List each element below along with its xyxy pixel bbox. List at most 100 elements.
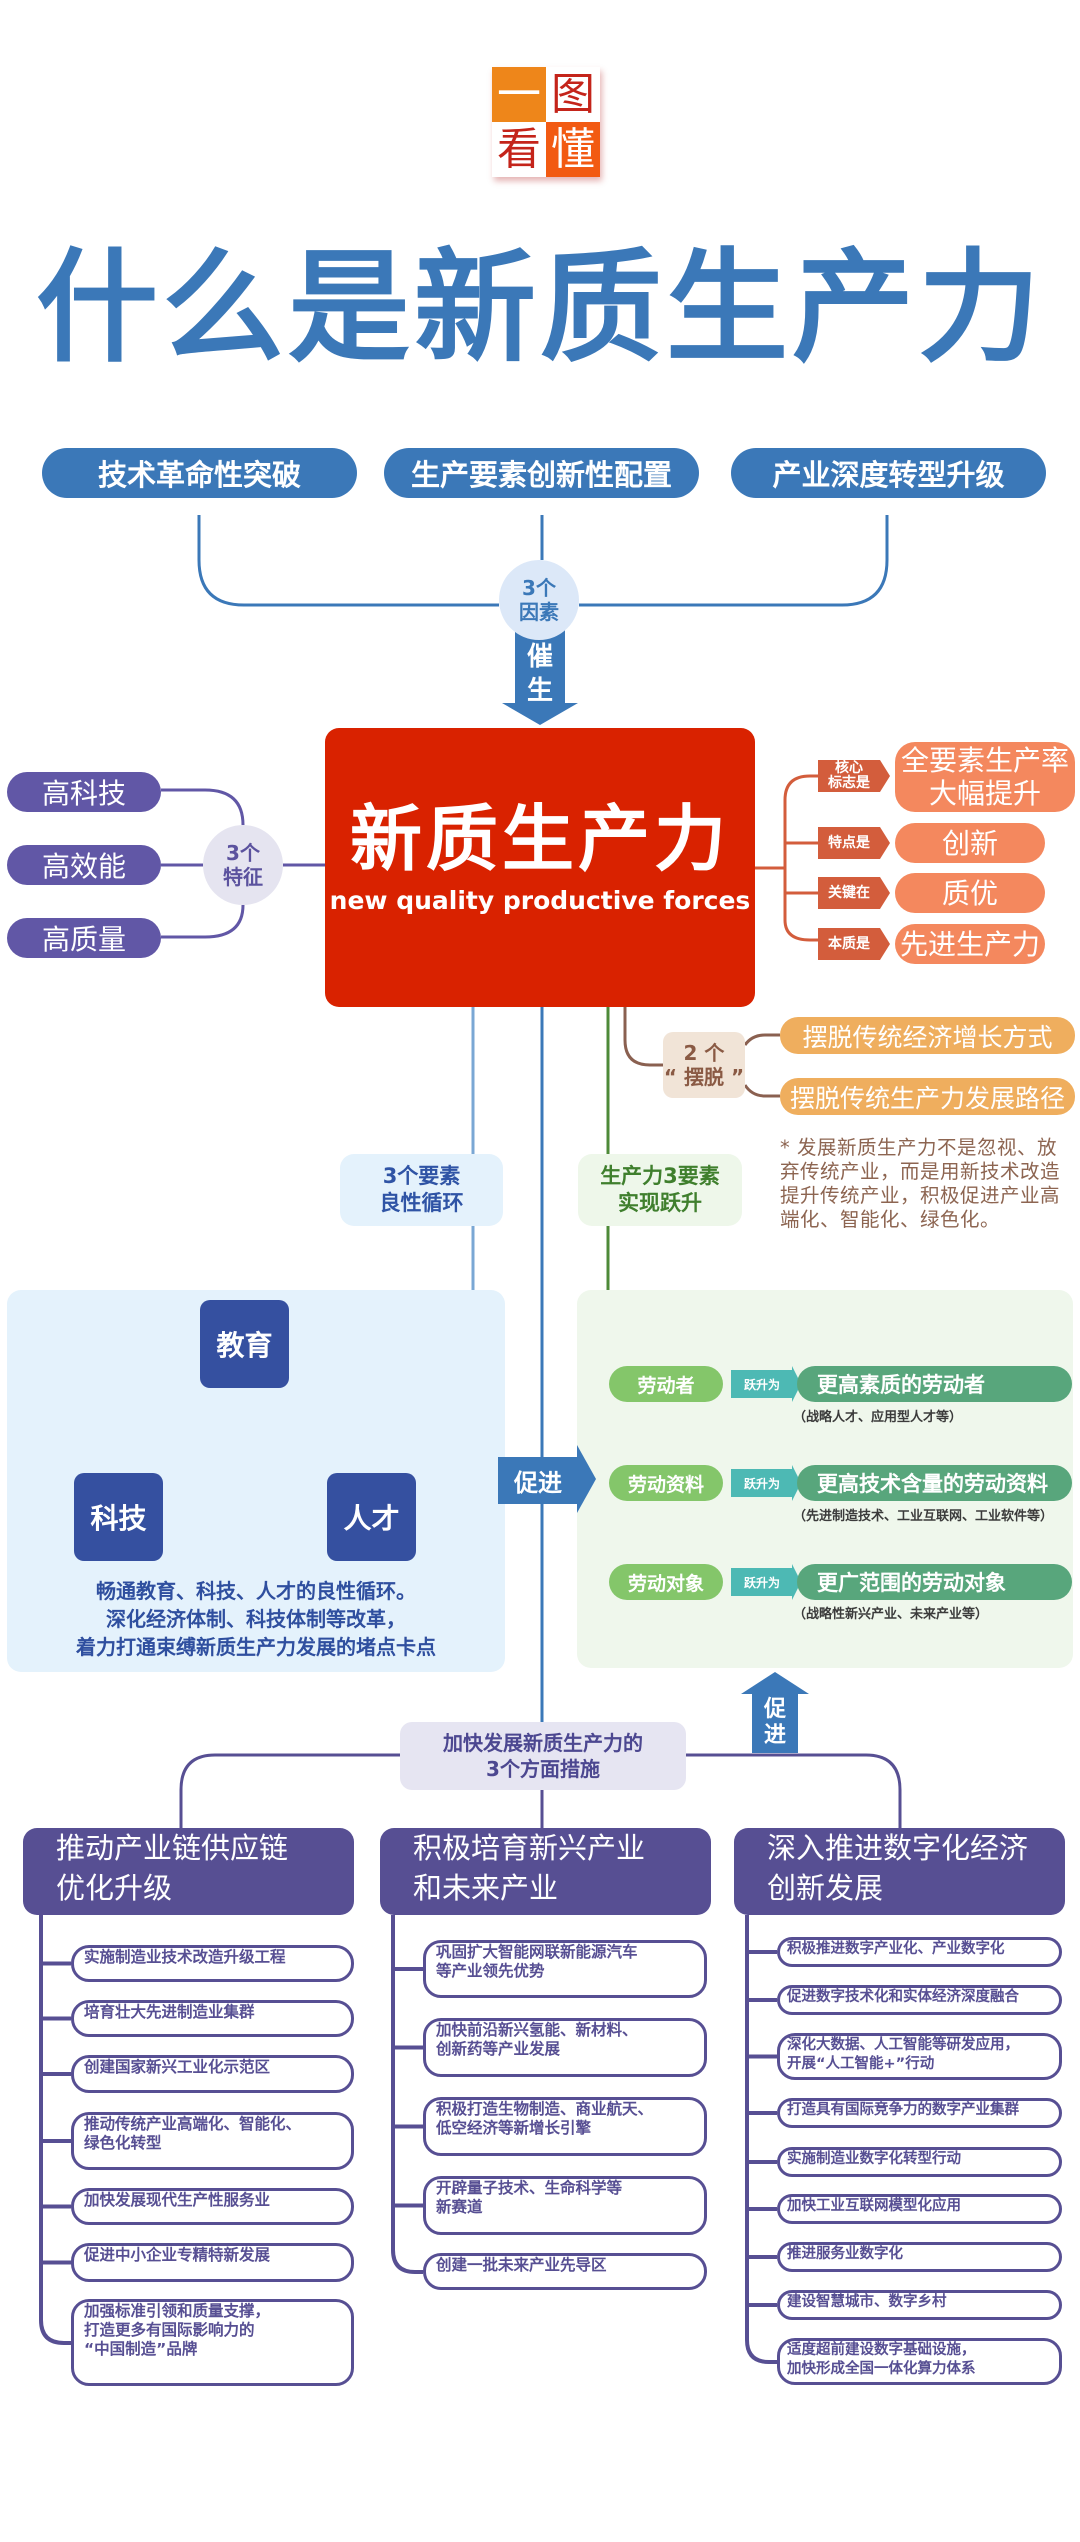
measure-item: 推动传统产业高端化、智能化、绿色化转型 bbox=[71, 2112, 354, 2170]
measure-item: 积极打造生物制造、商业航天、低空经济等新增长引擎 bbox=[423, 2097, 707, 2156]
label-line: 良性循环 bbox=[379, 1191, 464, 1215]
tag-arrow-icon bbox=[880, 877, 890, 909]
feature-pill: 高科技 bbox=[7, 772, 161, 812]
hub-line: 3个 bbox=[226, 841, 260, 865]
item-line: 创建国家新兴工业化示范区 bbox=[84, 2058, 271, 2076]
measure-item: 培育壮大先进制造业集群 bbox=[71, 2000, 354, 2037]
item-line: 适度超前建设数字基础设施， bbox=[787, 2342, 976, 2358]
factors-hub: 3个 因素 bbox=[499, 560, 579, 640]
heading-line: 深入推进数字化经济 bbox=[767, 1831, 1029, 1865]
measure-item: 促进数字技术化和实体经济深度融合 bbox=[777, 1985, 1062, 2015]
attribute-tag: 核心 标志是 bbox=[818, 760, 890, 792]
measure-item: 实施制造业技术改造升级工程 bbox=[71, 1945, 354, 1982]
leap-arrow: 跃升为 bbox=[731, 1465, 801, 1501]
feature-pill: 高质量 bbox=[7, 918, 161, 958]
attribute-value: 创新 bbox=[895, 823, 1045, 863]
labor-to: 更广范围的劳动对象 bbox=[797, 1564, 1072, 1600]
measure-item: 加快前沿新兴氢能、新材料、创新药等产业发展 bbox=[423, 2018, 707, 2077]
item-line: 培育壮大先进制造业集群 bbox=[84, 2003, 255, 2021]
text-line: 着力打通束缚新质生产力发展的堵点卡点 bbox=[76, 1635, 436, 1659]
tag-line: 特点是 bbox=[828, 834, 870, 851]
leap-arrow: 跃升为 bbox=[731, 1564, 801, 1600]
item-line: 等产业领先优势 bbox=[436, 1962, 545, 1980]
heading-line: 创新发展 bbox=[767, 1871, 884, 1905]
promote-up-arrow: 促 进 bbox=[752, 1693, 798, 1753]
item-line: 打造更多有国际影响力的 bbox=[84, 2321, 255, 2339]
promote-char: 促 bbox=[763, 1697, 786, 1722]
note-text: * 发展新质生产力不是忽视、放弃传统产业，而是用新技术改造提升传统产业，积极促进… bbox=[780, 1136, 1061, 1231]
item-line: 打造具有国际竞争力的数字产业集群 bbox=[787, 2102, 1019, 2118]
labor-label: 生产力3要素 实现跃升 bbox=[578, 1154, 742, 1226]
catalyze-arrow-body bbox=[515, 630, 565, 705]
measure-item: 打造具有国际竞争力的数字产业集群 bbox=[777, 2098, 1062, 2128]
catalyze-arrow-head bbox=[502, 703, 578, 725]
measure-heading: 深入推进数字化经济创新发展 bbox=[734, 1828, 1065, 1915]
leap-arrow: 跃升为 bbox=[731, 1366, 801, 1402]
promote-arrow: 促进 bbox=[498, 1457, 578, 1504]
measure-item: 深化大数据、人工智能等研发应用， 开展“人工智能+”行动 bbox=[777, 2033, 1062, 2080]
item-line: 巩固扩大智能网联新能源汽车 bbox=[436, 1943, 638, 1961]
catalyze-label: 催 生 bbox=[515, 640, 565, 708]
measure-item: 创建国家新兴工业化示范区 bbox=[71, 2055, 354, 2093]
item-line: 开展“人工智能+”行动 bbox=[787, 2056, 935, 2072]
baituo-hub: 2 个 “ 摆脱 ” bbox=[663, 1032, 745, 1098]
item-line: 加强标准引领和质量支撑， bbox=[84, 2302, 271, 2320]
item-line: 绿色化转型 bbox=[84, 2134, 162, 2152]
measure-item: 加快发展现代生产性服务业 bbox=[71, 2188, 354, 2225]
hub-line: 3个方面措施 bbox=[486, 1757, 600, 1781]
item-line: 推动传统产业高端化、智能化、 bbox=[84, 2115, 302, 2133]
cycle-label: 3个要素 良性循环 bbox=[340, 1154, 503, 1226]
item-line: 加快前沿新兴氢能、新材料、 bbox=[436, 2021, 638, 2039]
item-line: 积极推进数字产业化、产业数字化 bbox=[787, 1941, 1005, 1957]
attribute-value: 先进生产力 bbox=[895, 924, 1045, 964]
tag-line: 关键在 bbox=[828, 884, 870, 901]
logo: 一 图 看 懂 bbox=[492, 67, 600, 177]
core-subtitle: new quality productive forces bbox=[329, 885, 751, 915]
value-line: 全要素生产率 bbox=[900, 744, 1069, 777]
baituo-item: 摆脱传统生产力发展路径 bbox=[780, 1078, 1075, 1115]
labor-to: 更高技术含量的劳动资料 bbox=[797, 1465, 1072, 1501]
measure-item: 开辟量子技术、生命科学等新赛道 bbox=[423, 2176, 707, 2235]
item-line: 创建一批未来产业先导区 bbox=[436, 2256, 607, 2274]
factor-pill: 生产要素创新性配置 bbox=[384, 448, 699, 498]
item-line: 实施制造业技术改造升级工程 bbox=[84, 1948, 286, 1966]
promote-char: 进 bbox=[763, 1723, 786, 1748]
hub-line: 加快发展新质生产力的 bbox=[443, 1731, 643, 1755]
measure-item: 促进中小企业专精特新发展 bbox=[71, 2243, 354, 2282]
catalyze-char: 催 bbox=[526, 642, 553, 672]
attribute-tag: 本质是 bbox=[818, 928, 890, 960]
item-line: 加快发展现代生产性服务业 bbox=[84, 2191, 271, 2209]
node-talent: 人才 bbox=[327, 1473, 416, 1561]
promote-arrow-head bbox=[577, 1445, 596, 1513]
text-line: 深化经济体制、科技体制等改革， bbox=[106, 1607, 406, 1631]
measure-item: 适度超前建设数字基础设施， 加快形成全国一体化算力体系 bbox=[777, 2338, 1062, 2385]
measure-item: 推进服务业数字化 bbox=[777, 2242, 1062, 2272]
item-line: 积极打造生物制造、商业航天、 bbox=[436, 2100, 654, 2118]
item-line: 加快形成全国一体化算力体系 bbox=[787, 2361, 976, 2377]
hub-line: 3个 bbox=[522, 576, 556, 600]
heading-line: 优化升级 bbox=[56, 1871, 173, 1905]
measure-item: 巩固扩大智能网联新能源汽车等产业领先优势 bbox=[423, 1940, 707, 1998]
item-line: 深化大数据、人工智能等研发应用， bbox=[787, 2037, 1019, 2053]
logo-char: 懂 bbox=[546, 122, 600, 177]
hub-line: 2 个 bbox=[683, 1041, 725, 1065]
item-line: 促进数字技术化和实体经济深度融合 bbox=[787, 1989, 1019, 2005]
labor-from: 劳动对象 bbox=[609, 1564, 723, 1600]
measure-item: 积极推进数字产业化、产业数字化 bbox=[777, 1937, 1062, 1967]
catalyze-char: 生 bbox=[526, 676, 553, 706]
item-line: 促进中小企业专精特新发展 bbox=[84, 2246, 271, 2264]
text-line: 畅通教育、科技、人才的良性循环。 bbox=[96, 1579, 416, 1603]
item-line: 推进服务业数字化 bbox=[787, 2246, 903, 2262]
node-technology: 科技 bbox=[74, 1473, 163, 1561]
logo-char: 图 bbox=[546, 67, 600, 122]
baituo-item: 摆脱传统经济增长方式 bbox=[780, 1017, 1075, 1054]
measure-heading: 积极培育新兴产业和未来产业 bbox=[380, 1828, 711, 1915]
labor-note: （先进制造技术、工业互联网、工业软件等） bbox=[793, 1509, 1054, 1524]
item-line: 建设智慧城市、数字乡村 bbox=[787, 2294, 947, 2310]
node-education: 教育 bbox=[200, 1300, 289, 1388]
item-line: 创新药等产业发展 bbox=[436, 2040, 561, 2058]
factor-pill: 产业深度转型升级 bbox=[731, 448, 1046, 498]
core-box: 新质生产力 new quality productive forces bbox=[325, 728, 755, 1007]
measure-heading: 推动产业链供应链优化升级 bbox=[23, 1828, 354, 1915]
attribute-value: 质优 bbox=[895, 873, 1045, 913]
